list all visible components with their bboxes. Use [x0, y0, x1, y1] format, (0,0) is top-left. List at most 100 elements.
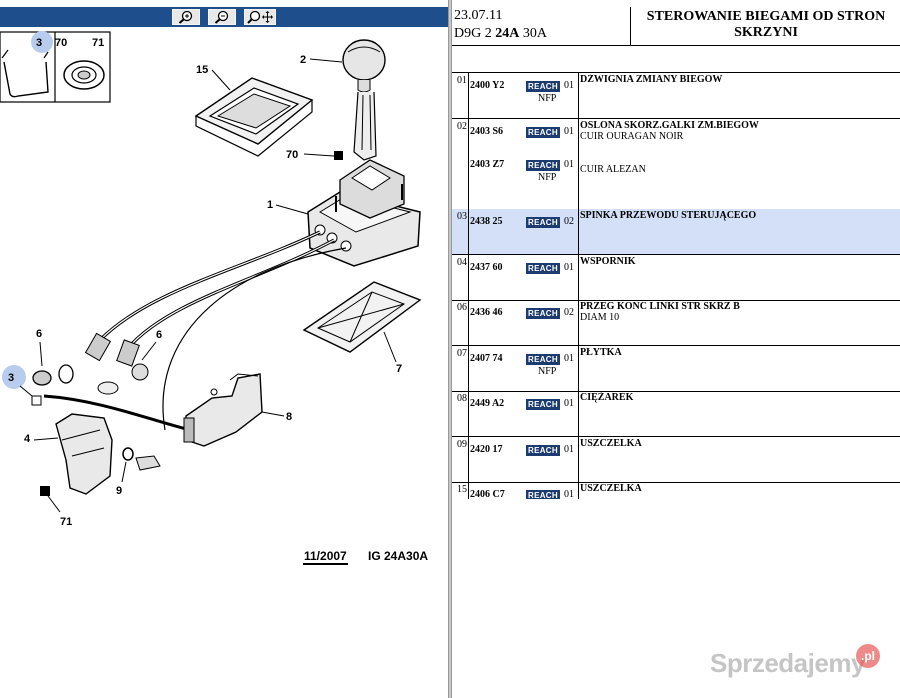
quantity: 02: [564, 307, 574, 318]
reach-badge: REACH: [526, 263, 560, 274]
column-divider: [468, 482, 469, 499]
selector-cable-part: [98, 230, 321, 342]
part-line: 2437 60 REACH 01: [470, 262, 620, 278]
diagram-pane: 3 70 71 2 15 70 1: [0, 0, 448, 698]
part-description: USZCZELKA: [580, 438, 642, 449]
item-number: 02: [457, 121, 467, 132]
quantity: 01: [564, 262, 574, 273]
part-line: 2420 17 REACH 01: [470, 444, 620, 460]
quantity: 01: [564, 444, 574, 455]
svg-text:6: 6: [36, 328, 42, 340]
callout-highlight: [31, 31, 53, 53]
svg-text:9: 9: [116, 485, 122, 497]
magnifier-plus-icon: [178, 10, 193, 24]
column-divider: [578, 346, 579, 391]
part-number[interactable]: 2420 17: [470, 444, 503, 455]
quantity: 01: [564, 126, 574, 137]
reach-badge: REACH: [526, 81, 560, 92]
quantity: 01: [564, 398, 574, 409]
column-divider: [468, 255, 469, 300]
svg-text:6: 6: [156, 329, 162, 341]
part-variant: CUIR OURAGAN NOIR: [580, 131, 684, 142]
diagram-date: 11/2007: [303, 549, 348, 565]
header-date: 23.07.11: [454, 8, 503, 23]
column-divider: [468, 346, 469, 391]
part-number[interactable]: 2403 Z7: [470, 159, 505, 170]
svg-text:70: 70: [286, 149, 298, 161]
part-line: 2438 25 REACH 02: [470, 216, 620, 232]
header-model: D9G 2 24A 30A: [452, 25, 630, 43]
reach-badge: REACH: [526, 308, 560, 319]
title-line-1: STEROWANIE BIEGAMI OD STRON: [646, 9, 886, 24]
part-number[interactable]: 2403 S6: [470, 126, 504, 137]
model-suffix: 30A: [522, 26, 547, 41]
part-variant: DIAM 10: [580, 312, 620, 323]
diagram-code: IG 24A30A: [368, 549, 429, 563]
svg-text:3: 3: [8, 372, 14, 384]
column-divider: [468, 209, 469, 254]
reach-badge: REACH: [526, 399, 560, 410]
part-number[interactable]: 2406 C7: [470, 489, 505, 499]
part-number[interactable]: 2438 25: [470, 216, 503, 227]
part-description: DŹWIGNIA ZMIANY BIEGÓW: [580, 74, 723, 85]
part-number[interactable]: 2436 46: [470, 307, 503, 318]
part-number[interactable]: 2400 Y2: [470, 80, 505, 91]
nfp-label: NFP: [538, 172, 557, 183]
reach-badge: REACH: [526, 217, 560, 228]
part-number[interactable]: 2449 A2: [470, 398, 505, 409]
column-divider: [468, 300, 469, 345]
svg-text:15: 15: [196, 64, 208, 76]
part-description: SPINKA PRZEWODU STERUJĄCEGO: [580, 210, 757, 221]
item-number: 06: [457, 302, 467, 313]
model-prefix: D9G 2: [454, 26, 492, 41]
support-bracket-part: [55, 413, 113, 495]
reach-badge: REACH: [526, 127, 560, 138]
svg-text:1: 1: [267, 199, 273, 211]
page-title: STEROWANIE BIEGAMI OD STRON SKRZYNI: [632, 9, 900, 41]
quantity: 01: [564, 80, 574, 91]
magnifier-minus-icon: [214, 10, 229, 24]
reach-badge: REACH: [526, 445, 560, 456]
inset-clip-part: [3, 61, 49, 98]
header-info: 23.07.11 D9G 2 24A 30A: [452, 7, 631, 45]
column-divider: [578, 391, 579, 436]
zoom-in-button[interactable]: [172, 9, 200, 25]
column-divider: [578, 119, 579, 209]
base-plate-part: [302, 281, 422, 353]
zoom-out-button[interactable]: [208, 9, 236, 25]
quantity: 01: [564, 489, 574, 499]
svg-text:2: 2: [300, 54, 306, 66]
reach-badge: REACH: [526, 490, 560, 499]
svg-text:8: 8: [286, 411, 292, 423]
magnifier-move-icon: [247, 10, 273, 24]
watermark-text: Sprzedajemy: [710, 648, 865, 678]
gear-lever-part: [353, 91, 377, 161]
part-description: OSLONA SKORZ.GALKI ZM.BIEGOW: [580, 120, 759, 131]
callout-label: 70: [55, 37, 67, 49]
column-divider: [578, 73, 579, 118]
quantity: 01: [564, 159, 574, 170]
part-line: 2406 C7 REACH 01: [470, 489, 620, 499]
part-number[interactable]: 2437 60: [470, 262, 503, 273]
gear-bracket-part: [185, 373, 263, 447]
item-number: 15: [457, 484, 467, 495]
quantity: 01: [564, 353, 574, 364]
quantity: 02: [564, 216, 574, 227]
pane-splitter[interactable]: [448, 0, 452, 698]
part-number[interactable]: 2407 74: [470, 353, 503, 364]
svg-text:7: 7: [396, 363, 402, 375]
item-number: 07: [457, 348, 467, 359]
column-divider: [468, 119, 469, 209]
pan-zoom-button[interactable]: [244, 9, 276, 25]
